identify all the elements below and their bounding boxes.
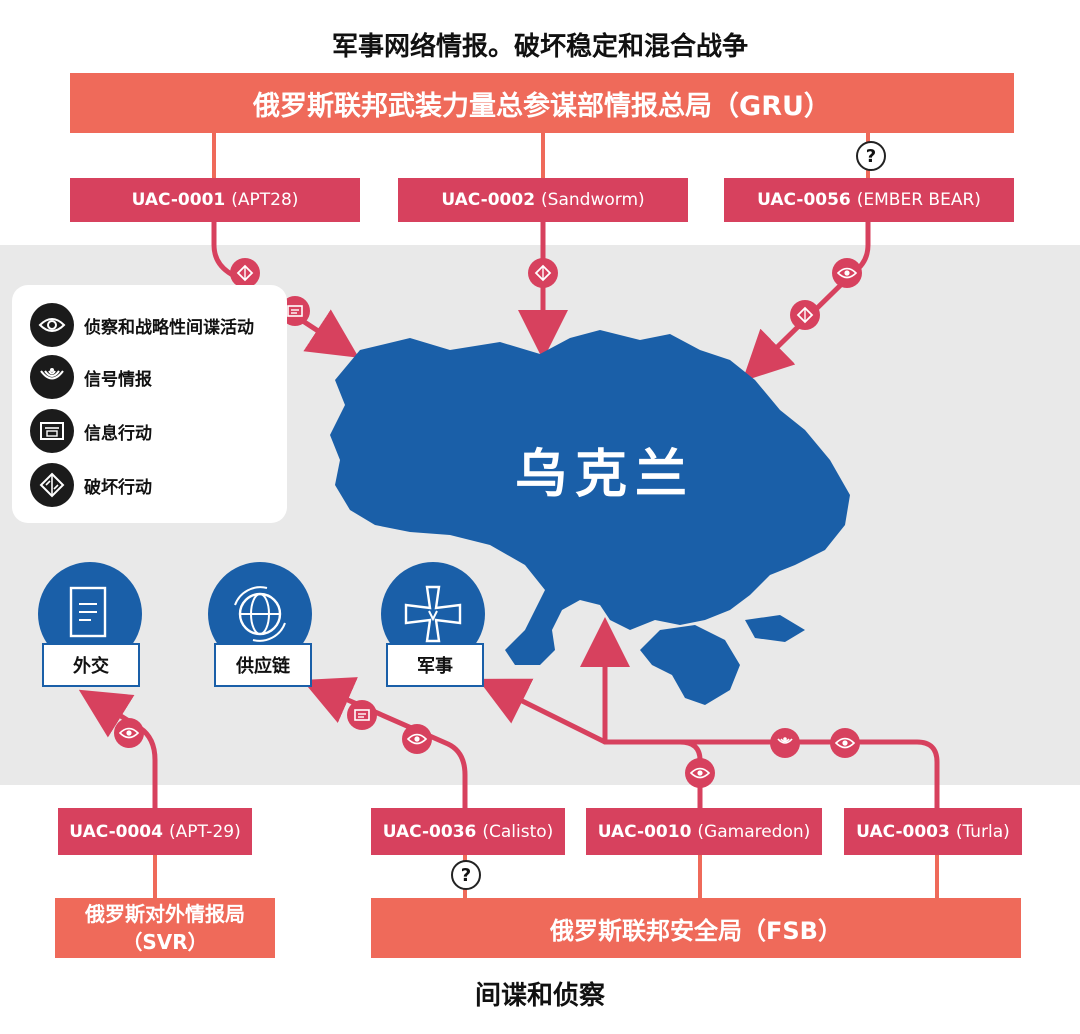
group-alias: (APT28) — [231, 190, 299, 210]
unknown-link-mark-0036: ? — [451, 860, 481, 890]
legend-item-sigint: 信号情报 — [30, 355, 152, 399]
group-alias: (APT-29) — [168, 821, 241, 842]
svr-line1: 俄罗斯对外情报局 — [85, 902, 245, 926]
eye-icon — [685, 758, 715, 788]
group-uac-0004: UAC-0004(APT-29) — [58, 808, 252, 855]
group-uac-0003: UAC-0003(Turla) — [844, 808, 1022, 855]
title-top: 军事网络情报。破坏稳定和混合战争 — [331, 32, 748, 62]
svr-bar: 俄罗斯对外情报局 （SVR） — [55, 898, 275, 958]
group-code: UAC-0056 — [757, 190, 851, 210]
group-alias: (Calisto) — [482, 821, 554, 842]
legend-label: 信息行动 — [84, 423, 152, 444]
group-code: UAC-0001 — [131, 190, 226, 210]
target-supply-chain: 供应链 — [214, 643, 312, 687]
sabotage-icon — [528, 258, 558, 288]
group-uac-0056: UAC-0056(EMBER BEAR) — [724, 178, 1014, 222]
group-alias: (Turla) — [955, 821, 1010, 842]
target-diplomacy: 外交 — [42, 643, 140, 687]
sabotage-icon — [790, 300, 820, 330]
sabotage-icon — [230, 258, 260, 288]
arrow-0036-to-supply-chain — [302, 677, 468, 811]
svr-line2: （SVR） — [122, 930, 208, 954]
target-military: 军事 — [386, 643, 484, 687]
info-ops-icon — [347, 700, 377, 730]
group-alias: (Gamaredon) — [697, 821, 811, 842]
signal-icon — [770, 728, 800, 758]
gru-bar: 俄罗斯联邦武装力量总参谋部情报总局（GRU） — [70, 73, 1014, 133]
group-code: UAC-0010 — [597, 821, 692, 842]
group-code: UAC-0004 — [69, 821, 163, 842]
signal-icon — [30, 355, 74, 399]
info-ops-icon — [30, 409, 74, 453]
group-uac-0010: UAC-0010(Gamaredon) — [586, 808, 822, 855]
eye-icon — [830, 728, 860, 758]
line-0003-to-hub — [602, 739, 940, 811]
group-uac-0001: UAC-0001(APT28) — [70, 178, 360, 222]
legend-label: 破坏行动 — [84, 477, 152, 498]
legend: 侦察和战略性间谍活动 信号情报 信息行动 破坏行动 — [12, 285, 287, 523]
legend-item-reconnaissance: 侦察和战略性间谍活动 — [30, 303, 254, 347]
fsb-bar: 俄罗斯联邦安全局（FSB） — [371, 898, 1021, 958]
group-uac-0002: UAC-0002(Sandworm) — [398, 178, 688, 222]
legend-item-sabotage: 破坏行动 — [30, 463, 152, 507]
legend-item-info-ops: 信息行动 — [30, 409, 152, 453]
unknown-link-mark-0056: ? — [856, 141, 886, 171]
eye-icon — [402, 724, 432, 754]
sabotage-icon — [30, 463, 74, 507]
eye-icon — [30, 303, 74, 347]
eye-icon — [832, 258, 862, 288]
group-code: UAC-0003 — [856, 821, 950, 842]
group-code: UAC-0036 — [382, 821, 477, 842]
group-alias: (EMBER BEAR) — [856, 190, 981, 210]
group-alias: (Sandworm) — [541, 190, 645, 210]
legend-label: 信号情报 — [84, 369, 152, 390]
legend-label: 侦察和战略性间谍活动 — [84, 317, 254, 338]
country-label: 乌克兰 — [514, 445, 695, 505]
eye-icon — [114, 718, 144, 748]
title-bottom: 间谍和侦察 — [474, 981, 605, 1011]
ukraine-map — [330, 330, 850, 705]
arrow-0001-to-ukraine — [211, 219, 359, 358]
group-uac-0036: UAC-0036(Calisto) — [371, 808, 565, 855]
group-code: UAC-0002 — [441, 190, 536, 210]
